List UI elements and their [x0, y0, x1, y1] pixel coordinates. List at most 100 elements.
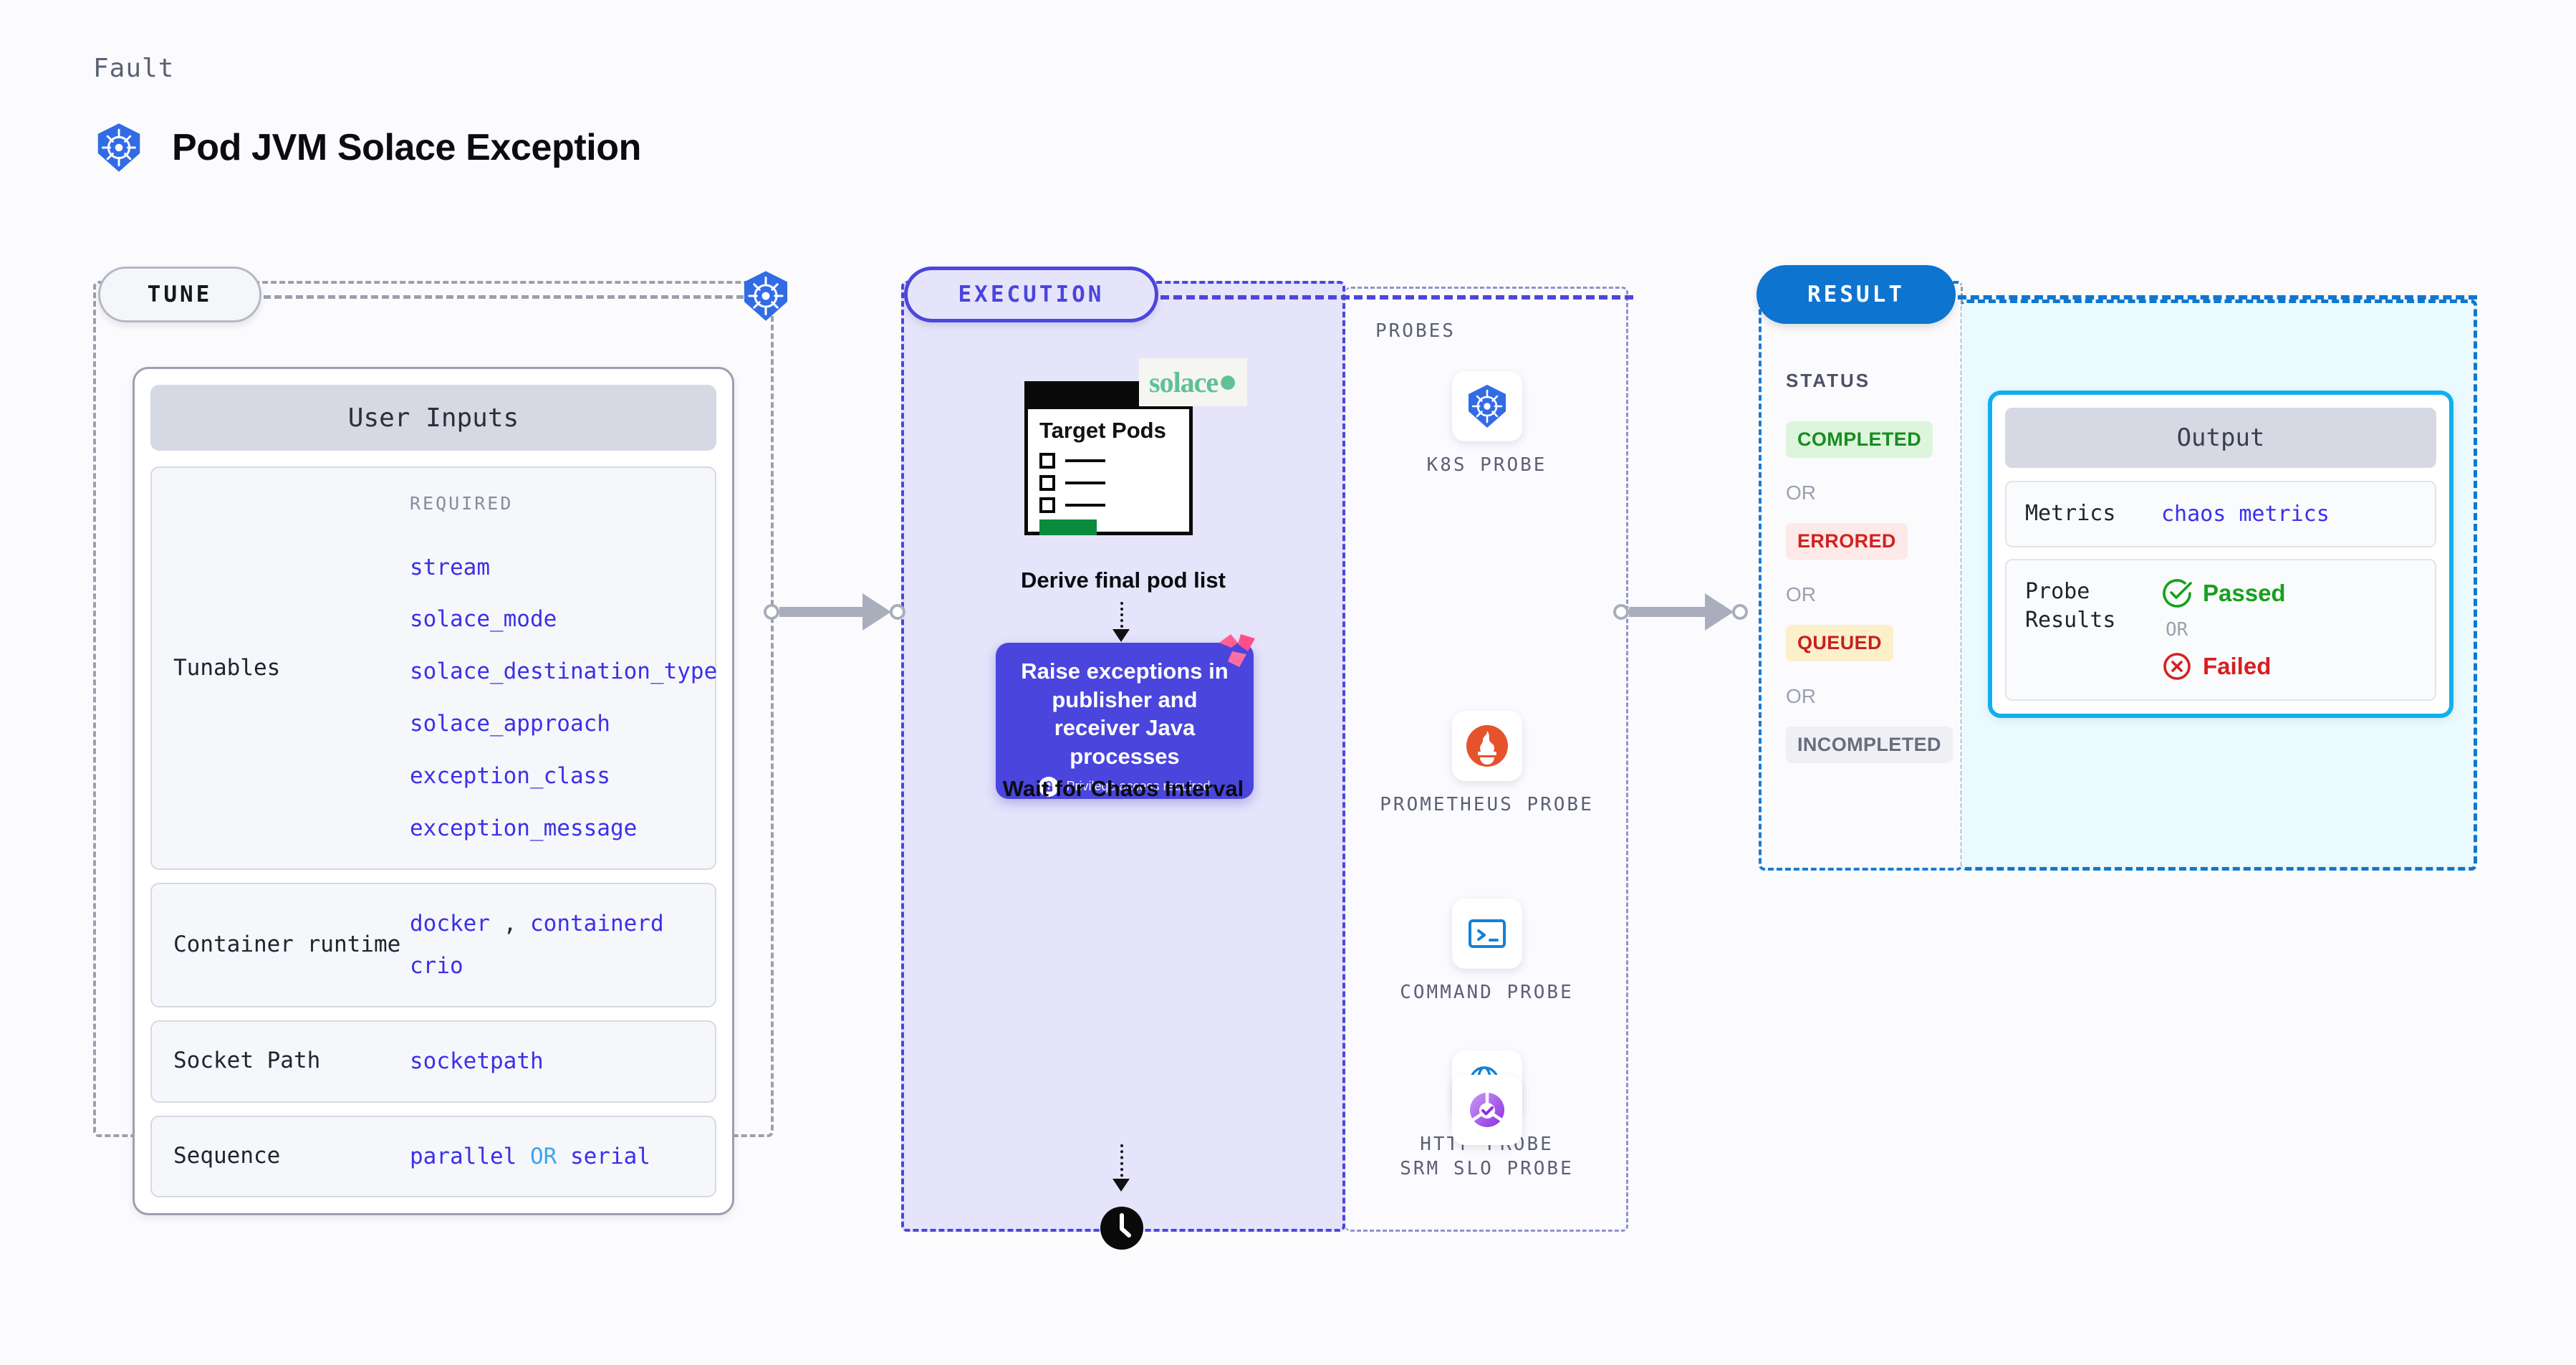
- probe-label: K8S PROBE: [1426, 454, 1547, 476]
- checkbox-icon[interactable]: [1039, 474, 1055, 491]
- status-or-label: OR: [1786, 685, 1816, 707]
- pod-card-title: Target Pods: [1039, 418, 1166, 443]
- probe-prometheus[interactable]: PROMETHEUS PROBE: [1345, 711, 1628, 818]
- container-runtime-values: docker , containerd crio: [410, 903, 664, 987]
- socket-path-row: Socket Path socketpath: [150, 1020, 716, 1103]
- probe-results-row: Probe Results Passed OR Failed: [2005, 558, 2436, 701]
- probe-results-values: Passed OR Failed: [2161, 578, 2286, 682]
- status-badge-incompleted: INCOMPLETED: [1786, 727, 1953, 763]
- output-card: Output Metrics chaos metrics Probe Resul…: [1988, 391, 2454, 718]
- probes-caption: PROBES: [1375, 320, 1456, 342]
- result-header-line: [1958, 295, 2477, 300]
- clock-icon: [1099, 1205, 1145, 1251]
- kubernetes-icon: [739, 269, 792, 322]
- status-or-label: OR: [1786, 583, 1816, 605]
- socket-path-value[interactable]: socketpath: [410, 1048, 544, 1074]
- runtime-separator: ,: [503, 910, 517, 937]
- connector-execution-to-result: [1613, 593, 1748, 631]
- probe-result-or: OR: [2166, 618, 2188, 641]
- derive-pod-list-caption: Derive final pod list: [1021, 567, 1226, 593]
- chaos-action-title: Raise exceptions in publisher and receiv…: [1021, 658, 1229, 770]
- metrics-value[interactable]: chaos metrics: [2161, 501, 2330, 527]
- tunable-item[interactable]: solace_approach: [410, 711, 610, 737]
- page-title-row: Pod JVM Solace Exception: [93, 122, 641, 173]
- probe-k8s[interactable]: K8S PROBE: [1345, 371, 1628, 478]
- tunables-row: Tunables REQUIRED stream solace_mode sol…: [150, 466, 717, 870]
- tunable-item[interactable]: solace_destination_type: [410, 658, 718, 685]
- srm-slo-icon: [1451, 1075, 1522, 1145]
- container-runtime-label: Container runtime: [173, 931, 401, 957]
- execution-flow: Target Pods solace● Derive final pod lis…: [901, 281, 1345, 1250]
- terminal-icon: [1451, 899, 1522, 969]
- list-line: [1065, 481, 1105, 484]
- probe-label: COMMAND PROBE: [1400, 982, 1574, 1003]
- tune-section-pill[interactable]: TUNE: [98, 267, 261, 322]
- tunable-item[interactable]: exception_message: [410, 815, 638, 841]
- status-caption: STATUS: [1786, 370, 1871, 391]
- sequence-joiner: OR: [529, 1143, 557, 1169]
- status-badge-queued: QUEUED: [1786, 625, 1893, 661]
- metrics-row: Metrics chaos metrics: [2005, 481, 2436, 547]
- result-section-pill[interactable]: RESULT: [1756, 265, 1956, 324]
- metrics-label: Metrics: [2025, 501, 2116, 526]
- x-circle-icon: [2161, 651, 2193, 682]
- tunable-item[interactable]: stream: [410, 554, 490, 580]
- probe-command[interactable]: COMMAND PROBE: [1345, 899, 1628, 1005]
- passed-label: Passed: [2203, 579, 2286, 606]
- fault-eyebrow: Fault: [93, 54, 175, 83]
- status-badge-completed: COMPLETED: [1786, 421, 1933, 458]
- list-line: [1065, 459, 1105, 462]
- tune-header-line: [264, 295, 765, 299]
- probe-srm-slo[interactable]: SRM SLO PROBE: [1345, 1075, 1628, 1182]
- tunable-item[interactable]: solace_mode: [410, 606, 557, 633]
- list-line: [1065, 503, 1105, 507]
- status-badge-errored: ERRORED: [1786, 523, 1908, 560]
- exec-header-line: [1160, 295, 1633, 300]
- probe-result-failed: Failed: [2161, 651, 2286, 682]
- output-title: Output: [2005, 408, 2436, 468]
- litmus-logo-icon: [1215, 633, 1258, 673]
- lock-icon: [1039, 776, 1059, 797]
- check-circle-icon: [2161, 578, 2193, 609]
- probe-result-passed: Passed: [2161, 578, 2286, 609]
- user-inputs-card: User Inputs Tunables REQUIRED stream sol…: [133, 367, 734, 1216]
- runtime-option[interactable]: docker: [410, 910, 490, 937]
- kubernetes-icon: [1451, 371, 1522, 441]
- failed-label: Failed: [2203, 652, 2272, 679]
- sequence-label: Sequence: [173, 1143, 281, 1169]
- container-runtime-row: Container runtime docker , containerd cr…: [150, 882, 716, 1007]
- required-caption: REQUIRED: [410, 493, 514, 514]
- selected-pod-bar: [1039, 519, 1097, 535]
- tunables-values: REQUIRED stream solace_mode solace_desti…: [410, 487, 717, 850]
- runtime-option[interactable]: crio: [410, 952, 463, 979]
- probe-label: SRM SLO PROBE: [1400, 1158, 1574, 1179]
- pod-list-item: [1039, 497, 1178, 513]
- pod-list-item: [1039, 474, 1178, 491]
- pod-list-item: [1039, 452, 1178, 469]
- target-pods-card: Target Pods solace●: [1024, 358, 1247, 535]
- probe-label: PROMETHEUS PROBE: [1380, 794, 1594, 815]
- sequence-option[interactable]: parallel: [410, 1143, 517, 1169]
- chaos-action-box: Raise exceptions in publisher and receiv…: [996, 634, 1255, 799]
- sequence-values: parallel OR serial: [410, 1136, 650, 1178]
- sequence-row: Sequence parallel OR serial: [150, 1115, 716, 1198]
- privilege-note: Privilege access required: [1011, 776, 1238, 797]
- user-inputs-title: User Inputs: [150, 385, 716, 451]
- connector-tune-to-execution: [764, 593, 905, 631]
- prometheus-icon: [1451, 711, 1522, 781]
- runtime-option[interactable]: containerd: [530, 910, 664, 937]
- privilege-note-text: Privilege access required: [1066, 779, 1211, 794]
- checkbox-icon[interactable]: [1039, 452, 1055, 469]
- wait-for-chaos-caption: Wait for Chaos Interval: [1002, 776, 1244, 801]
- checkbox-icon[interactable]: [1039, 497, 1055, 513]
- tunable-item[interactable]: exception_class: [410, 763, 610, 790]
- status-or-label: OR: [1786, 482, 1816, 504]
- tunables-label: Tunables: [173, 654, 281, 681]
- solace-logo-text: solace: [1149, 366, 1219, 398]
- sequence-option[interactable]: serial: [569, 1143, 650, 1169]
- page-title: Pod JVM Solace Exception: [172, 127, 642, 168]
- execution-section-pill[interactable]: EXECUTION: [904, 267, 1158, 322]
- probe-results-label: Probe Results: [2025, 578, 2116, 633]
- socket-path-label: Socket Path: [173, 1048, 321, 1074]
